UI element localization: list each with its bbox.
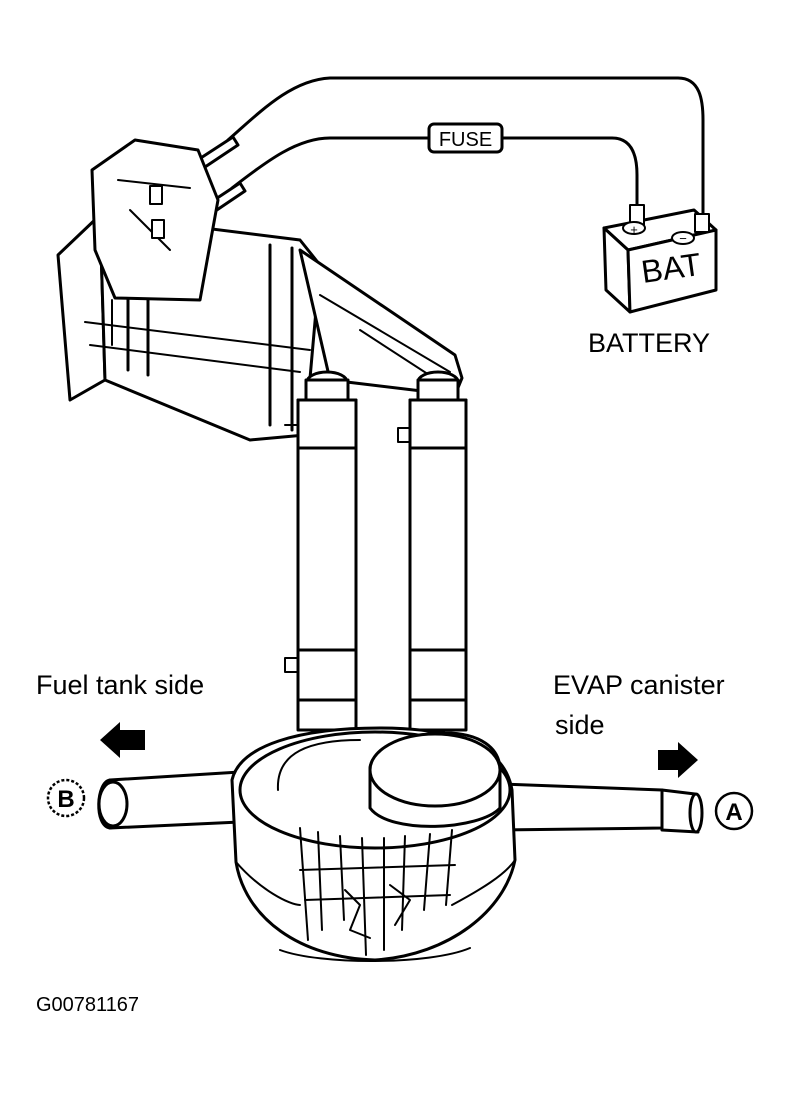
solenoid-valve-body [56, 138, 464, 442]
positive-terminal: + [622, 204, 646, 237]
fuse-symbol: FUSE [427, 122, 504, 154]
battery: + − BAT [602, 204, 718, 314]
right-hose [397, 370, 468, 732]
port-b-marker: B [46, 778, 86, 818]
negative-terminal: − [671, 213, 710, 246]
fuel-tank-side-label: Fuel tank side [36, 670, 204, 700]
svg-text:−: − [679, 231, 687, 246]
left-flow-arrow [100, 722, 145, 758]
left-hose [284, 370, 358, 732]
evap-canister-label-line2: side [555, 710, 605, 740]
svg-text:A: A [725, 799, 742, 826]
fuse-label: FUSE [439, 129, 492, 151]
svg-text:B: B [57, 786, 74, 813]
wire-via-fuse [230, 136, 639, 207]
right-flow-arrow [658, 742, 698, 778]
figure-code: G00781167 [36, 994, 139, 1016]
wire-to-negative-terminal [226, 76, 705, 224]
battery-case-label: BAT [639, 246, 703, 290]
evap-canister-label-line1: EVAP canister [553, 670, 725, 700]
port-a-marker: A [714, 791, 754, 831]
check-valve [97, 726, 704, 962]
battery-label: BATTERY [588, 328, 710, 358]
svg-text:+: + [630, 222, 638, 237]
